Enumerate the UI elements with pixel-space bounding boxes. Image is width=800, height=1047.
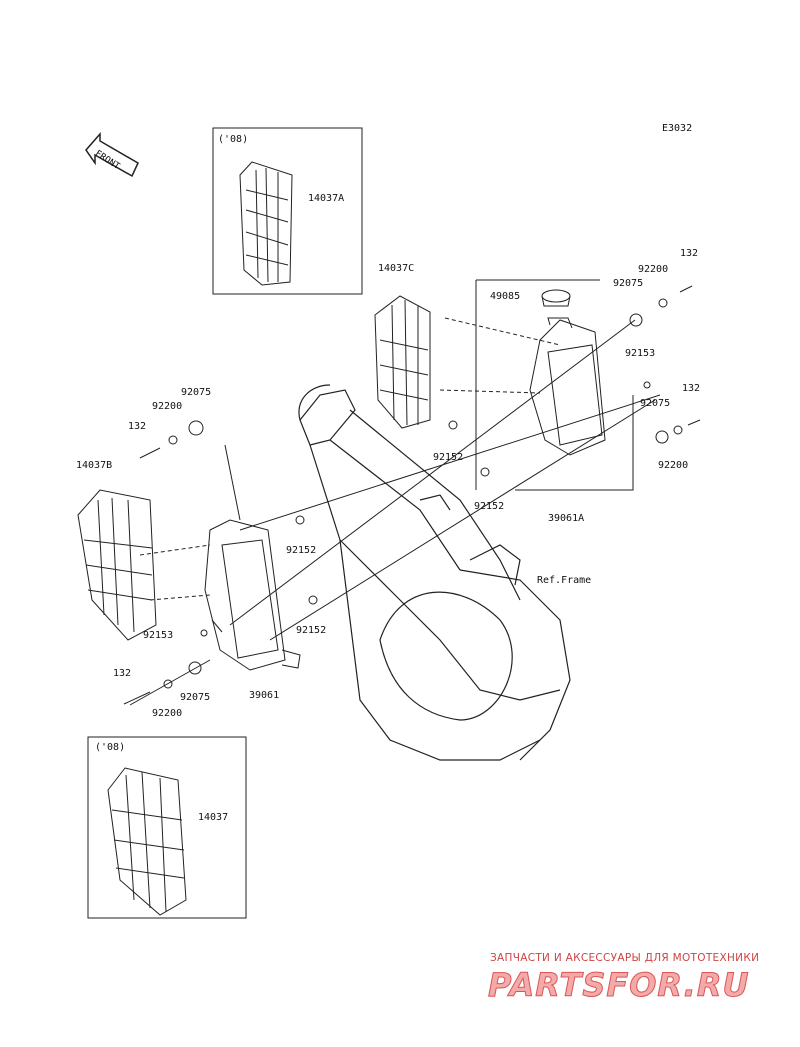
radiator-guard-bottom-inset (107, 767, 187, 916)
leader-lines (139, 317, 561, 601)
part-label-132-bottom-left: 132 (113, 668, 132, 679)
inset-bottom-year: ('08) (95, 742, 126, 753)
radiator-right (529, 289, 606, 456)
radiator-guard-left-outer (77, 489, 157, 641)
part-label-92153-left: 92153 (143, 630, 174, 641)
part-label-92153-right: 92153 (625, 348, 656, 359)
part-label-14037C: 14037C (378, 263, 415, 274)
part-label-92200-top: 92200 (638, 264, 669, 275)
part-label-14037: 14037 (198, 812, 229, 823)
watermark-logo: PARTSFOR.RU (487, 966, 750, 1005)
part-label-39061: 39061 (249, 690, 280, 701)
part-label-49085: 49085 (490, 291, 521, 302)
part-label-92200-left: 92200 (152, 401, 183, 412)
motorcycle-frame (298, 384, 571, 761)
radiator-guard-top-inset (239, 161, 293, 286)
part-label-92152-d: 92152 (296, 625, 327, 636)
part-label-92152-c: 92152 (286, 545, 317, 556)
part-label-14037A: 14037A (308, 193, 345, 204)
watermark-tagline: ЗАПЧАСТИ И АКСЕССУАРЫ ДЛЯ МОТОТЕХНИКИ (490, 952, 760, 964)
inset-top-year: ('08) (218, 134, 249, 145)
part-label-92075-top: 92075 (613, 278, 644, 289)
part-label-39061A: 39061A (548, 513, 585, 524)
radiator-guard-right-outer (374, 295, 431, 429)
ref-frame-label: Ref.Frame (537, 575, 592, 586)
part-label-92075-bottom-left: 92075 (180, 692, 211, 703)
axis-lines (129, 279, 661, 706)
part-label-92075-left: 92075 (181, 387, 212, 398)
radiator-left (204, 519, 301, 671)
part-label-92200-right: 92200 (658, 460, 689, 471)
part-label-14037B: 14037B (76, 460, 113, 471)
part-label-132-top: 132 (680, 248, 699, 259)
diagram-code: E3032 (662, 123, 693, 134)
part-label-92152-a: 92152 (433, 452, 464, 463)
part-label-92075-right: 92075 (640, 398, 671, 409)
part-label-132-right: 132 (682, 383, 701, 394)
fasteners (123, 285, 701, 705)
front-arrow-icon (85, 132, 139, 178)
part-label-132-left: 132 (128, 421, 147, 432)
inset-box-top (212, 127, 363, 295)
part-label-92152-b: 92152 (474, 501, 505, 512)
part-label-92200-bottom-left: 92200 (152, 708, 183, 719)
inset-box-bottom (87, 736, 247, 919)
